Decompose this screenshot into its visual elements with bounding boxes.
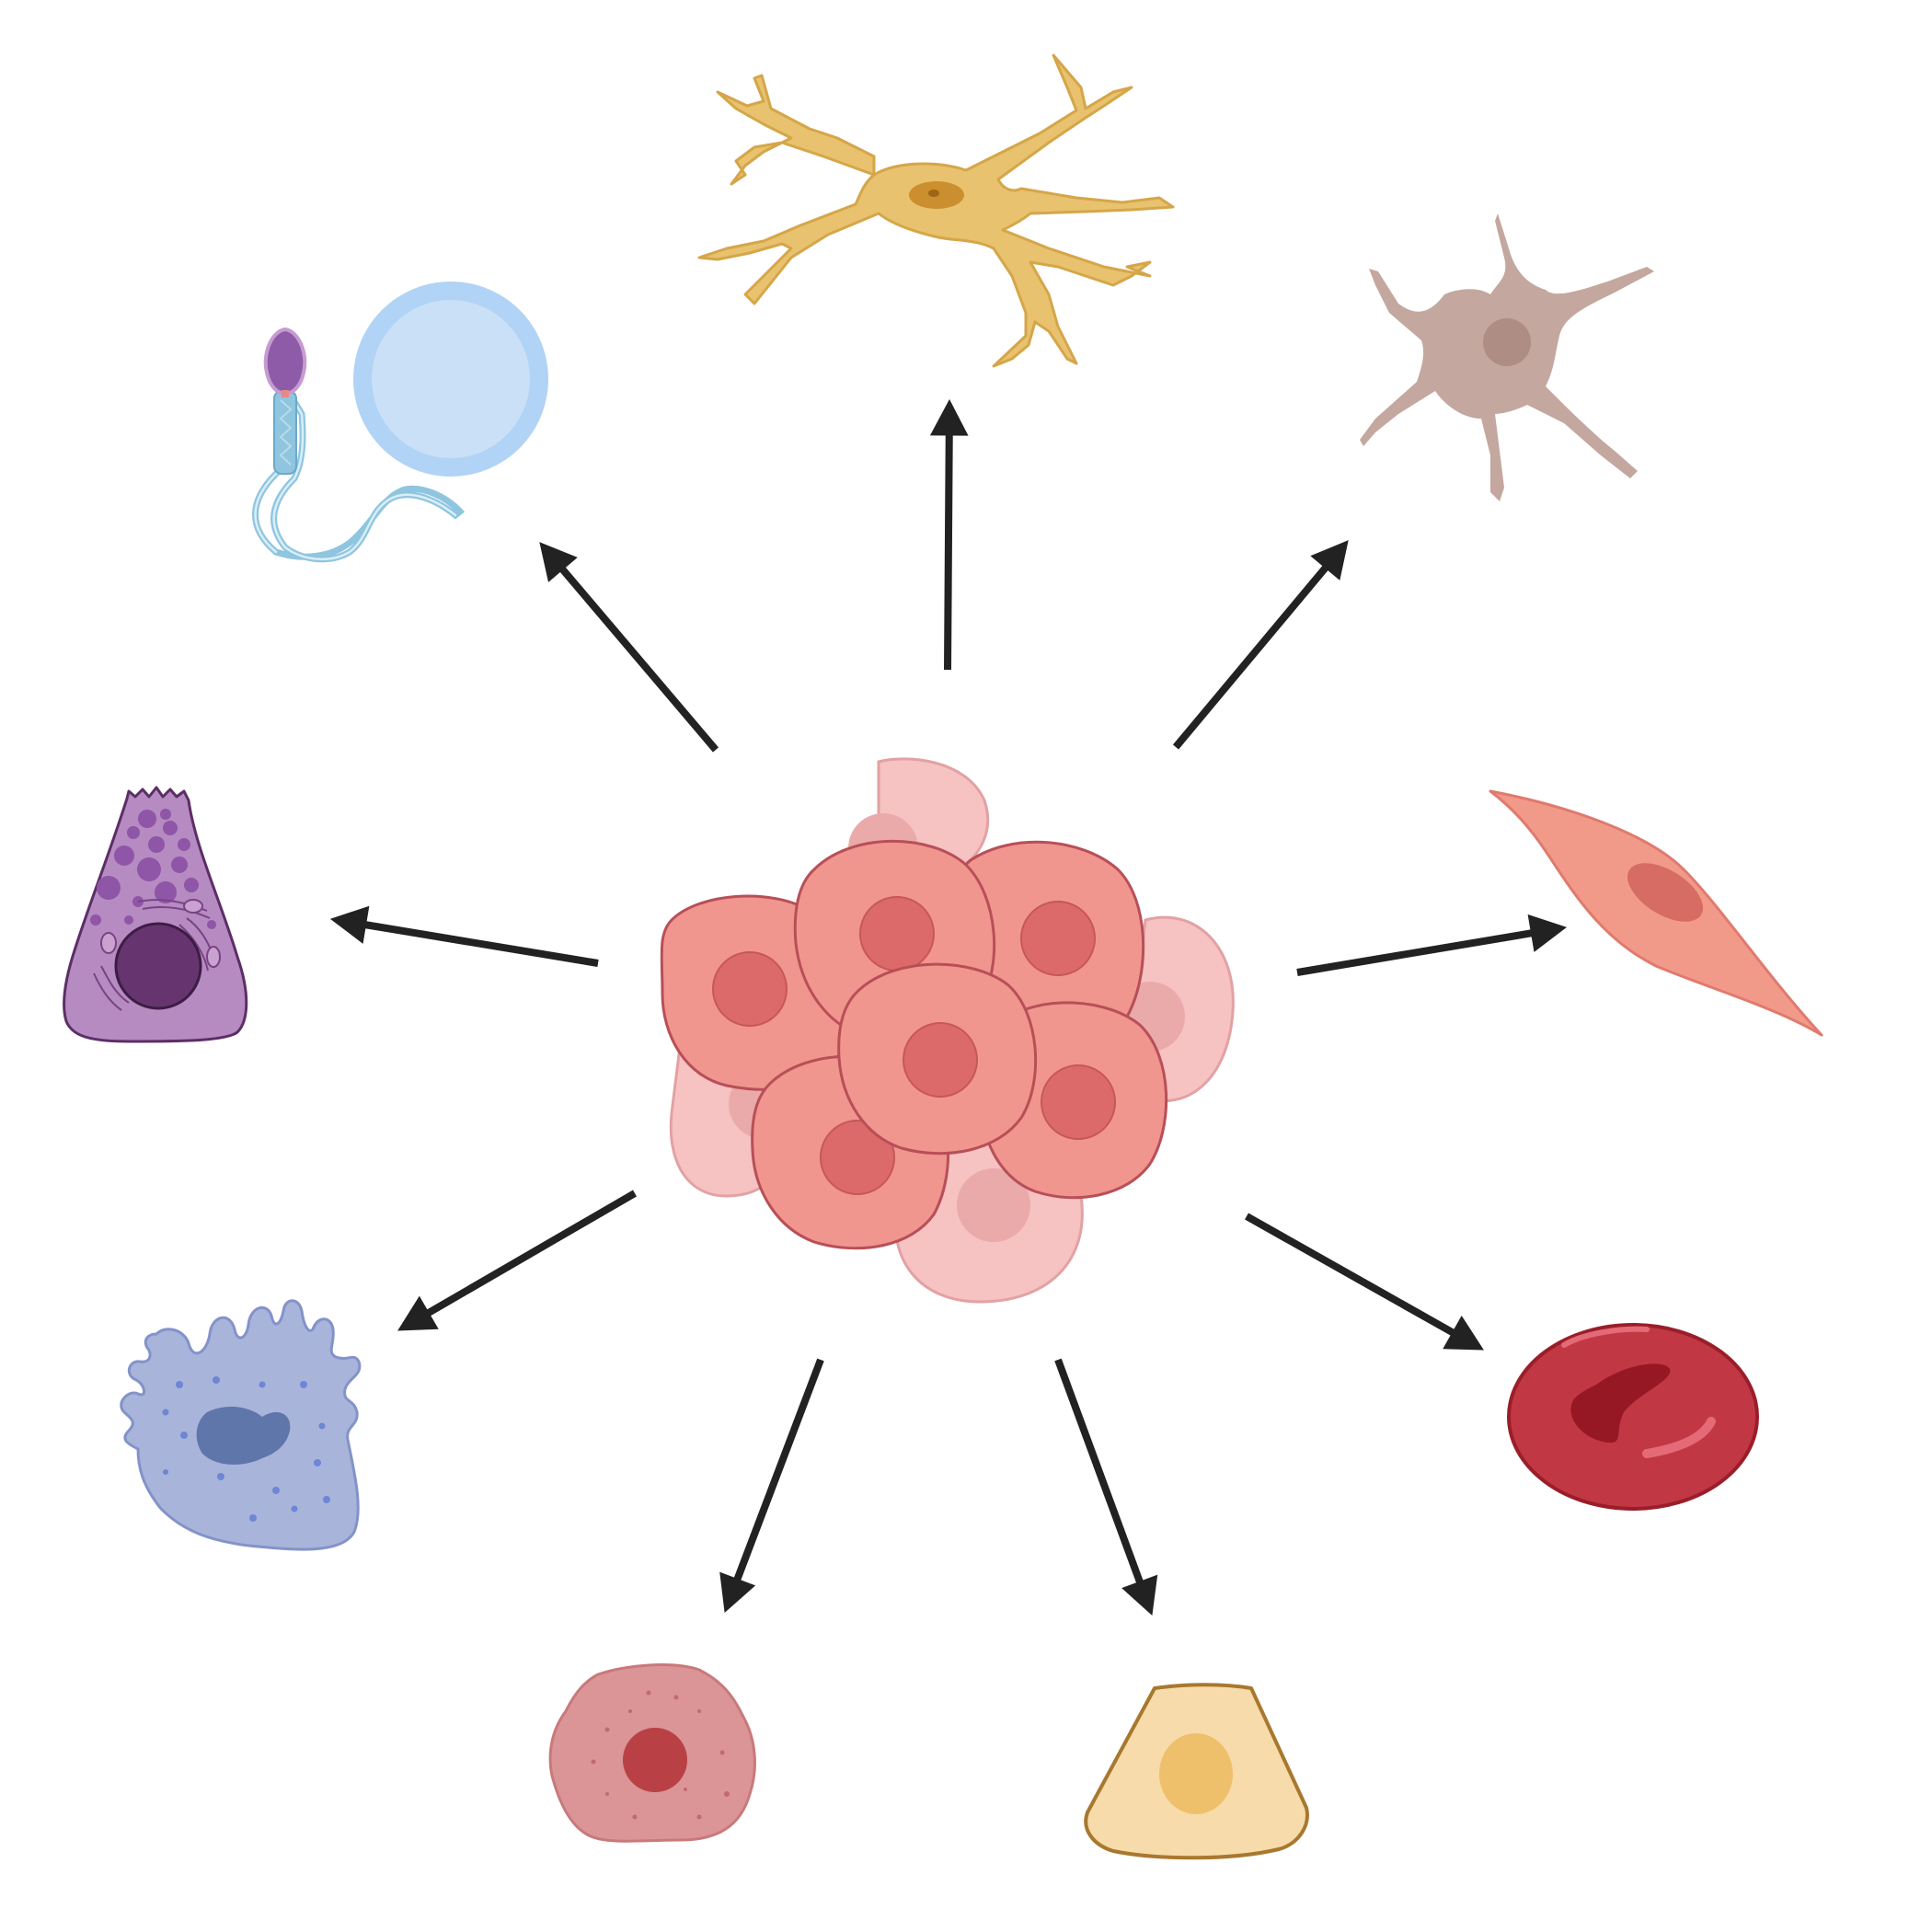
arrow-shaft <box>425 1190 638 1317</box>
arrowhead <box>1443 1315 1484 1351</box>
arrowhead <box>1310 540 1349 581</box>
stem-cell-cluster <box>660 757 1235 1304</box>
arrow-shaft <box>944 432 953 671</box>
astrocyte-cell <box>1360 213 1654 501</box>
arrow-to-secretory-cell <box>329 905 599 967</box>
arrowhead <box>539 542 578 582</box>
arrow-to-neuron <box>929 398 969 671</box>
arrow-to-gametes <box>539 542 719 753</box>
arrowhead <box>329 905 370 944</box>
mitochondrion <box>183 899 203 914</box>
smooth-muscle-cell <box>1489 789 1823 1037</box>
macrophage-cell <box>120 1299 362 1551</box>
sperm-cell <box>252 327 466 563</box>
mitochondrion <box>206 946 221 968</box>
liver-cell <box>548 1663 756 1843</box>
secretory-granules <box>90 809 216 929</box>
arrow-to-liver-cell <box>719 1358 824 1614</box>
arrow-shaft <box>1245 1213 1456 1337</box>
arrow-shaft <box>1054 1358 1144 1585</box>
nucleus <box>114 922 202 1010</box>
arrow-shaft <box>733 1358 824 1582</box>
arrow-to-macrophage <box>397 1190 638 1331</box>
arrowhead <box>1121 1574 1158 1616</box>
arrow-shaft <box>1296 929 1535 976</box>
arrow-to-fat-cell <box>1054 1358 1158 1616</box>
arrow-to-astrocyte <box>1172 540 1349 750</box>
egg-cell <box>353 282 548 477</box>
arrow-shaft <box>558 565 719 753</box>
fat-cell <box>1084 1683 1309 1860</box>
gametes-group <box>252 282 548 563</box>
granules <box>591 1690 730 1820</box>
arrow-shaft <box>362 920 599 967</box>
arrows <box>329 398 1568 1616</box>
neuron-cell <box>697 53 1175 368</box>
secretory-cell <box>63 786 248 1043</box>
arrow-to-red-blood-cell <box>1245 1213 1484 1351</box>
arrow-shaft <box>1172 564 1329 750</box>
arrowhead <box>397 1295 439 1331</box>
cell <box>837 962 1038 1156</box>
red-blood-cell <box>1507 1323 1759 1511</box>
arrow-to-smooth-muscle-cell <box>1296 914 1568 976</box>
mitochondrion <box>100 932 117 954</box>
arrowhead <box>929 398 969 436</box>
granules <box>162 1376 330 1522</box>
arrowhead <box>1527 914 1568 952</box>
arrowhead <box>719 1571 756 1614</box>
